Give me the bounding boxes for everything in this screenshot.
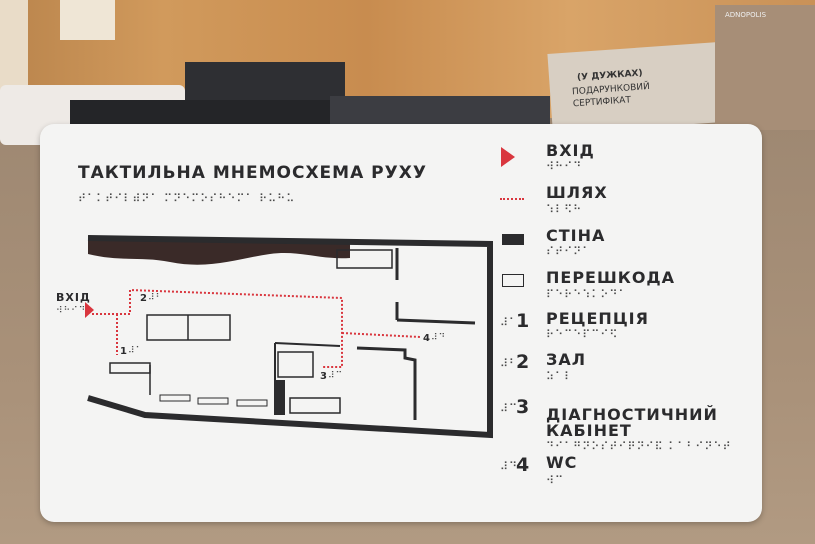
- legend-wall-braille: ⠎⠞⠊⠝⠁: [546, 245, 592, 258]
- legend-1-num-braille: ⠼⠁: [500, 316, 519, 329]
- outer-wall: [87, 235, 493, 439]
- plan-entrance-label: ВХІД: [56, 291, 91, 304]
- legend-diagnostic-line2: КАБІНЕТ: [546, 421, 632, 440]
- plan-entrance-braille: ⠺⠓⠊⠙: [56, 306, 87, 316]
- wall-block: [275, 380, 285, 415]
- plan-marker-2-braille: ⠼⠃: [148, 293, 164, 303]
- legend-wc: WC: [546, 453, 578, 472]
- legend-2-num: 2: [516, 351, 530, 373]
- room-wall: [274, 342, 341, 347]
- entrance-arrow: [85, 302, 94, 318]
- legend-obstacle-braille: ⠏⠑⠗⠑⠱⠅⠕⠙⠁: [546, 288, 628, 301]
- wall: [396, 318, 476, 325]
- tactile-sign: [40, 124, 762, 522]
- path-line-icon: [500, 198, 524, 200]
- obstacle: [289, 397, 341, 414]
- legend-2-num-braille: ⠼⠃: [500, 357, 519, 370]
- doorway: [0, 0, 28, 100]
- plan-marker-3: 3: [320, 371, 328, 382]
- legend-hall: ЗАЛ: [546, 350, 587, 369]
- path-line: [341, 332, 421, 338]
- obstacle: [197, 397, 229, 405]
- obstacle: [336, 249, 393, 269]
- logo-text: ADNOPOLIS: [725, 11, 767, 19]
- title-braille: ⠞⠁⠅⠞⠊⠇⠾⠝⠁ ⠍⠝⠑⠍⠕⠎⠓⠑⠍⠁ ⠗⠥⠓⠥: [78, 192, 296, 205]
- legend-wall: СТІНА: [546, 226, 606, 245]
- entrance-triangle-icon: [501, 147, 515, 167]
- legend-entrance-braille: ⠺⠓⠊⠙: [546, 160, 583, 173]
- plan-marker-3-braille: ⠼⠉: [328, 371, 344, 381]
- legend-path: ШЛЯХ: [546, 183, 608, 202]
- legend-1-num: 1: [516, 310, 530, 332]
- floor-plan: [84, 235, 493, 439]
- gift-certificate: (У ДУЖКАХ) ПОДАРУНКОВИЙ СЕРТИФІКАТ: [547, 42, 723, 134]
- room-wall: [356, 346, 417, 420]
- craft-box: ADNOPOLIS: [715, 5, 815, 130]
- legend-4-num: 4: [516, 454, 530, 476]
- obstacle: [159, 394, 191, 402]
- legend-reception-braille: ⠗⠑⠉⠑⠏⠉⠊⠫: [546, 328, 619, 341]
- sign-title: ТАКТИЛЬНА МНЕМОСХЕМА РУХУ: [78, 163, 427, 183]
- plan-marker-2: 2: [140, 293, 148, 304]
- legend-path-braille: ⠱⠇⠫⠓: [546, 203, 583, 216]
- legend-obstacle: ПЕРЕШКОДА: [546, 268, 676, 287]
- obstacle-rect-icon: [502, 274, 524, 287]
- legend-3-num-braille: ⠼⠉: [500, 402, 519, 415]
- legend-reception: РЕЦЕПЦІЯ: [546, 309, 649, 328]
- plan-marker-1-braille: ⠼⠁: [128, 346, 144, 356]
- legend-entrance: ВХІД: [546, 141, 595, 160]
- legend-hall-braille: ⠵⠁⠇: [546, 370, 574, 383]
- path-line: [92, 288, 343, 368]
- legend-4-num-braille: ⠼⠙: [500, 460, 519, 473]
- wall-bar-icon: [502, 234, 524, 245]
- legend-diagnostic-braille: ⠙⠊⠁⠛⠝⠕⠎⠞⠊⠟⠝⠊⠯ ⠅⠁⠃⠊⠝⠑⠞: [546, 440, 732, 453]
- legend-wc-braille: ⠺⠉: [546, 474, 565, 487]
- obstacle: [236, 399, 268, 407]
- obstacle: [109, 362, 151, 374]
- obstacle: [277, 351, 314, 378]
- plan-marker-1: 1: [120, 346, 128, 357]
- plan-marker-4: 4: [423, 333, 431, 344]
- legend-diagnostic: ДІАГНОСТИЧНИЙ: [546, 405, 718, 424]
- plan-marker-4-braille: ⠼⠙: [431, 333, 447, 343]
- ceiling-light: [60, 0, 115, 40]
- gift-line2: СЕРТИФІКАТ: [572, 95, 632, 110]
- dark-box: [185, 62, 345, 107]
- legend-3-num: 3: [516, 396, 530, 418]
